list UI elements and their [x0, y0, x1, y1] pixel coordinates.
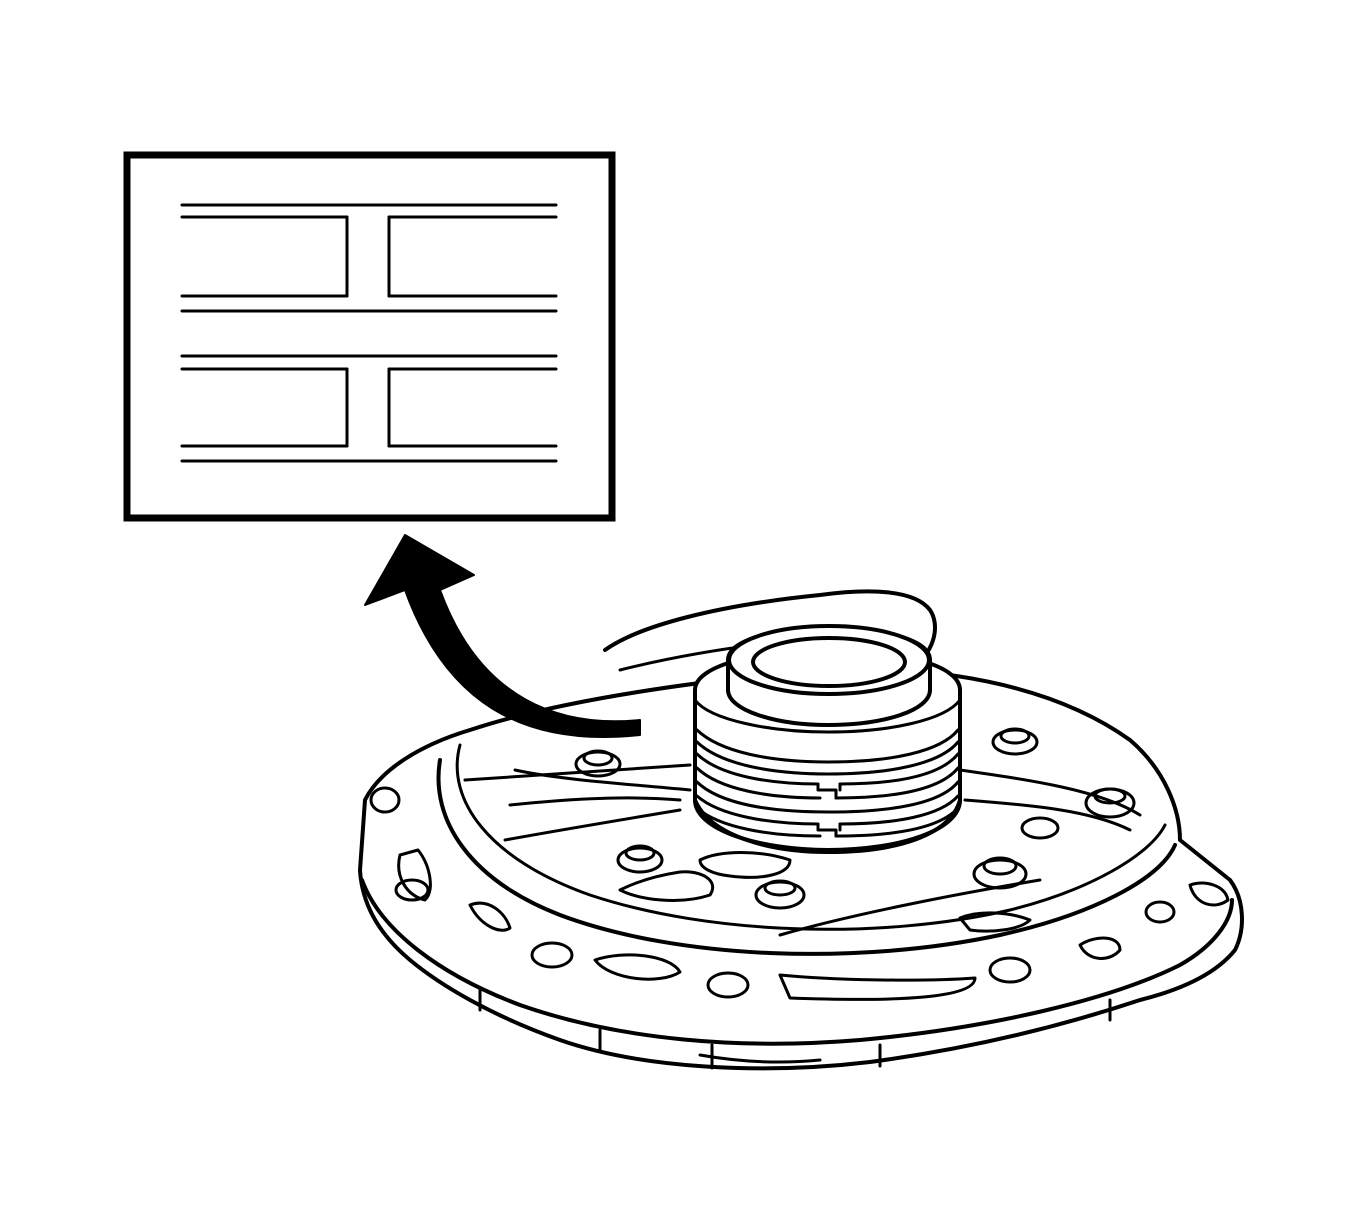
seal-ring-1-scarf-joint — [816, 782, 842, 800]
inset-ring-lower — [180, 354, 558, 463]
hub-bore-inner — [751, 636, 907, 688]
seal-ring-2-top — [695, 794, 820, 826]
pump-top-rim — [436, 758, 1177, 956]
hub-shoulder — [693, 698, 962, 734]
pump-rib-left — [463, 763, 692, 782]
pump-top-rim-inner — [455, 743, 1167, 931]
seal-ring-groove-1 — [695, 728, 960, 764]
seal-ring-1-bottom — [695, 766, 822, 800]
pump-body-outline — [358, 666, 1244, 1071]
seal-ring-1-top — [695, 752, 820, 786]
seal-ring-2-top-right — [838, 794, 960, 826]
hub-base — [693, 798, 962, 854]
pump-rib-right — [958, 768, 1142, 832]
seal-ring-1-top-right — [838, 752, 960, 786]
pump-side-ports — [369, 786, 1230, 1001]
pump-rear-plate — [603, 589, 937, 667]
pump-bolts — [574, 727, 1136, 910]
inset-ring-upper — [180, 203, 558, 313]
pump-rib-left-lower — [503, 768, 692, 842]
seal-ring-2-scarf-joint — [816, 822, 842, 838]
seal-ring-groove-2 — [695, 740, 960, 776]
inset-frame — [123, 151, 616, 522]
pump-rib-lower-right — [778, 878, 1042, 937]
seal-ring-groove-3 — [695, 780, 960, 814]
detail-arrow — [364, 534, 641, 739]
pump-skirt — [478, 988, 1112, 1070]
pump-pockets — [618, 851, 1032, 933]
pump-body-front-wall — [360, 878, 1234, 1046]
seal-ring-detail-inset — [123, 151, 616, 522]
stator-shaft-hub — [693, 624, 962, 854]
seal-ring-1-bottom-right — [834, 766, 960, 800]
